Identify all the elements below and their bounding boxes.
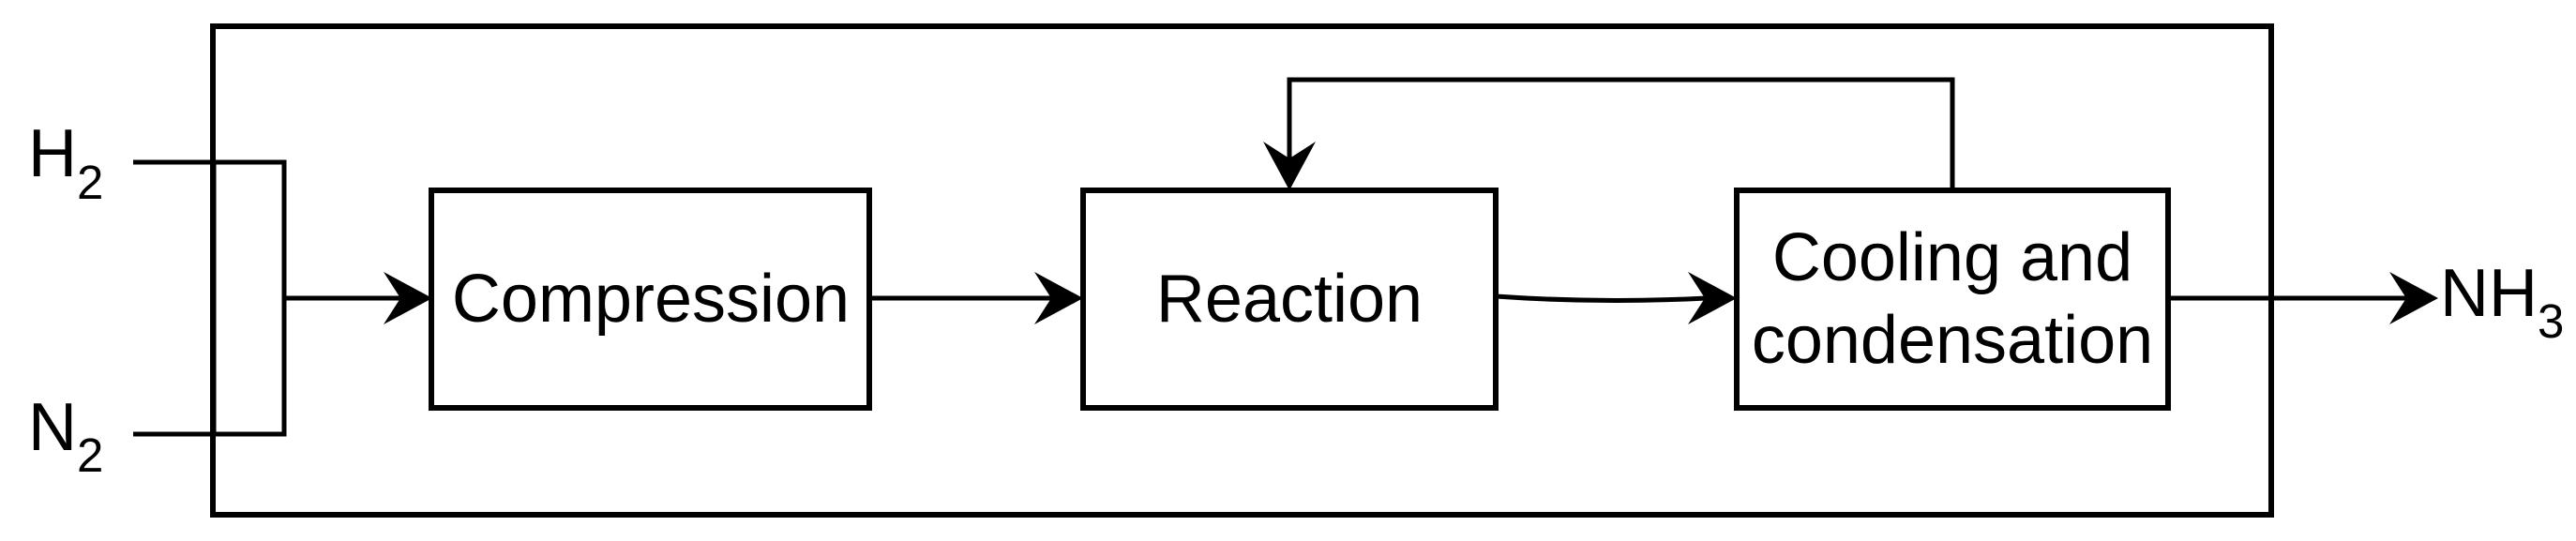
recycle-arrowhead-down-icon	[1263, 142, 1316, 190]
recycle-line	[1287, 77, 1955, 190]
h2-label-subscript: 2	[77, 156, 103, 209]
nh3-label-subscript: 3	[2538, 294, 2564, 348]
cooling-condensation-label-line2: condensation	[1752, 303, 2153, 378]
cooling-condensation-label-line1: Cooling and	[1772, 220, 2132, 295]
n2-label: N	[28, 390, 77, 465]
arrowhead-right-icon	[1688, 272, 1737, 324]
arrowhead-right-icon	[384, 272, 432, 324]
reaction-step: Reaction	[1080, 188, 1499, 411]
recycle-loop	[1263, 77, 1955, 190]
reaction-box	[1080, 188, 1499, 411]
arrowhead-right-icon	[2389, 272, 2438, 324]
compression-step: Compression	[429, 188, 872, 411]
nh3-output-arrow	[2168, 272, 2438, 324]
h2-label: H	[28, 116, 77, 191]
reaction-label: Reaction	[1156, 262, 1423, 337]
compression-label: Compression	[452, 262, 850, 337]
compression-box	[429, 188, 872, 411]
feed-to-compression-arrow	[284, 272, 432, 324]
reaction-to-cooling-arrow	[1495, 272, 1737, 324]
compression-to-reaction-arrow	[869, 272, 1083, 324]
n2-label-subscript: 2	[77, 428, 103, 482]
cooling-condensation-step: Cooling and condensation	[1734, 188, 2171, 411]
nh3-label: NH	[2440, 256, 2538, 331]
reaction-to-cooling-line	[1495, 293, 1708, 303]
arrowhead-right-icon	[1034, 272, 1083, 324]
product-nh3: NH 3	[2440, 256, 2564, 348]
